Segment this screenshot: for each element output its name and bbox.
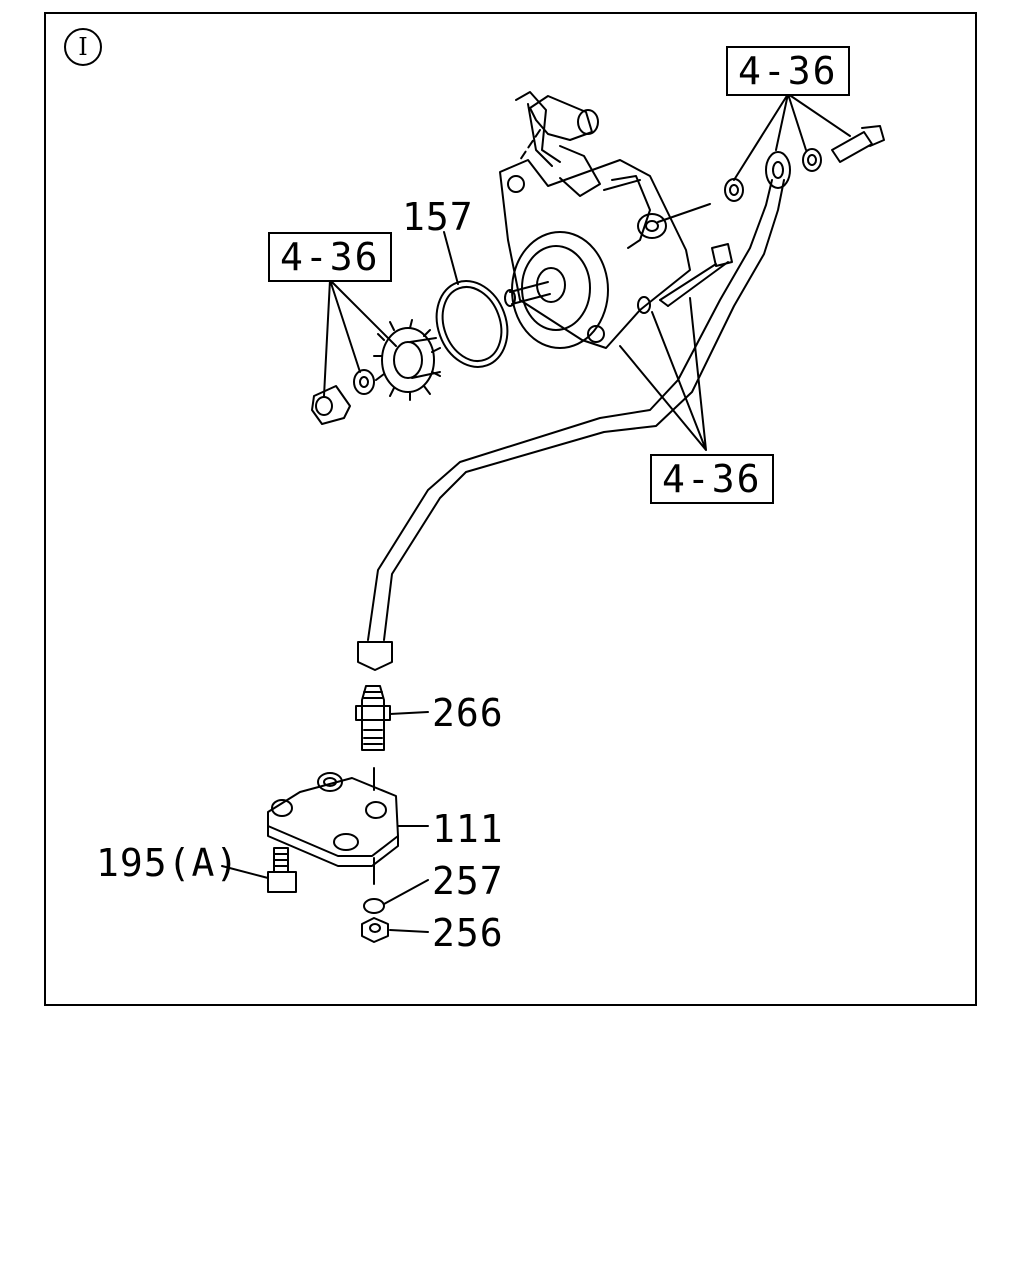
stud-266 bbox=[355, 685, 391, 791]
feed-pipe bbox=[357, 151, 791, 671]
callout-256[interactable]: 256 bbox=[432, 911, 504, 955]
leader-lines bbox=[221, 93, 851, 933]
drive-gear bbox=[373, 319, 441, 401]
top-right-fittings bbox=[657, 125, 885, 223]
snap-ring-257 bbox=[363, 898, 385, 914]
ref-box-left[interactable]: 4-36 bbox=[268, 232, 392, 282]
plate-111 bbox=[267, 772, 399, 885]
nut-256 bbox=[361, 917, 389, 943]
o-ring-157 bbox=[435, 280, 509, 368]
washer-and-nut-left bbox=[311, 369, 375, 425]
callout-111[interactable]: 111 bbox=[432, 807, 504, 851]
bolt-195a bbox=[267, 847, 297, 893]
pump-bolt bbox=[637, 243, 733, 314]
diagram-frame bbox=[44, 12, 977, 1006]
callout-257[interactable]: 257 bbox=[432, 859, 504, 903]
callout-195a[interactable]: 195(A) bbox=[96, 841, 240, 885]
ref-box-top-right[interactable]: 4-36 bbox=[726, 46, 850, 96]
callout-157[interactable]: 157 bbox=[402, 195, 474, 239]
pump-body bbox=[499, 91, 691, 349]
view-marker: I bbox=[64, 28, 102, 66]
callout-266[interactable]: 266 bbox=[432, 691, 504, 735]
ref-box-mid-right[interactable]: 4-36 bbox=[650, 454, 774, 504]
